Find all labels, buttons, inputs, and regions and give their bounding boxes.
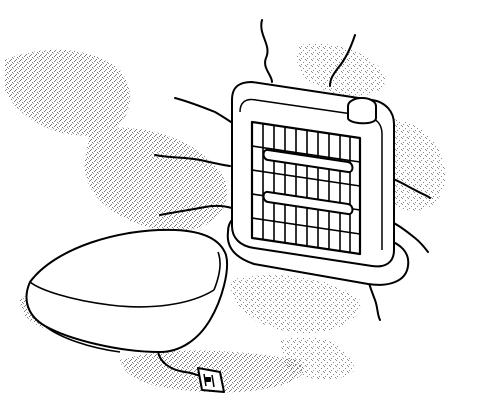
- space-heater-icon: [226, 81, 410, 286]
- background-shading: [5, 43, 446, 393]
- heating-pad-icon: [25, 228, 228, 379]
- power-plug-icon: [197, 367, 225, 393]
- heat-wave-icon: [154, 19, 431, 321]
